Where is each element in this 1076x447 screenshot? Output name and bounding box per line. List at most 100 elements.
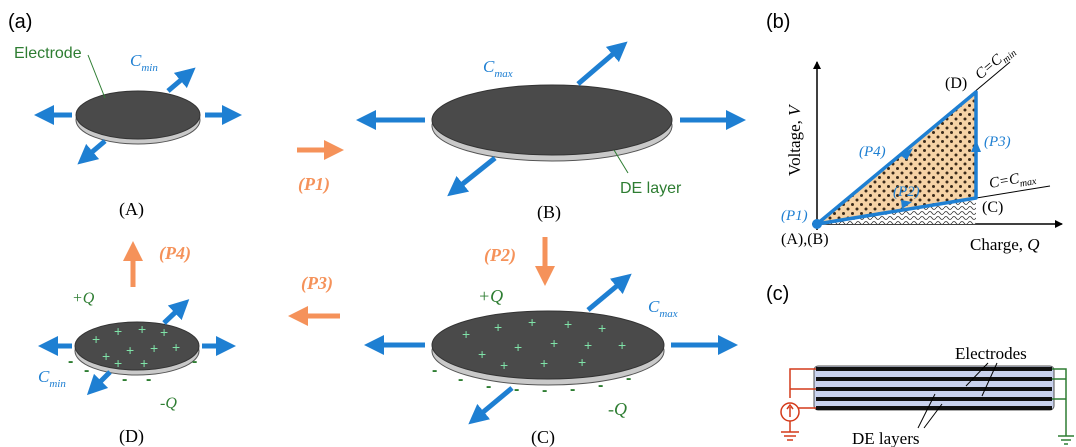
line-cmax-label: C=Cmax bbox=[988, 168, 1038, 195]
panel-a-label: (a) bbox=[8, 11, 32, 33]
p4-direction-marker bbox=[900, 148, 913, 160]
plot-p4-label: (P4) bbox=[859, 144, 886, 160]
svg-text:+: + bbox=[540, 355, 548, 371]
de-layer-leader-line bbox=[613, 149, 629, 174]
ground-right-icon bbox=[1058, 435, 1074, 445]
minus-q-label-c: -Q bbox=[608, 399, 627, 419]
expand-arrow-b-ne bbox=[576, 41, 628, 86]
plus-q-label-d: +Q bbox=[72, 290, 95, 307]
plot-p3-label: (P3) bbox=[984, 134, 1011, 150]
svg-text:+: + bbox=[462, 326, 470, 342]
state-b-disk bbox=[431, 84, 673, 162]
expand-arrow-c-ne bbox=[586, 273, 632, 312]
panel-c-label: (c) bbox=[766, 283, 789, 305]
expand-arrow-a-sw bbox=[77, 139, 107, 165]
plot-p2-label: (P2) bbox=[893, 184, 920, 200]
state-d-disk bbox=[74, 321, 200, 376]
state-c-disk bbox=[431, 310, 665, 386]
cmax-label-b: Cmax bbox=[483, 57, 513, 80]
svg-text:+: + bbox=[114, 323, 122, 339]
p3-direction-marker bbox=[971, 140, 981, 152]
svg-text:+: + bbox=[550, 335, 558, 351]
svg-text:+: + bbox=[138, 321, 146, 337]
svg-text:+: + bbox=[500, 357, 508, 373]
point-d-label: (D) bbox=[945, 75, 967, 92]
de-stack bbox=[813, 365, 1055, 411]
cmin-label-a: Cmin bbox=[130, 51, 158, 74]
x-axis-label: Charge, Q bbox=[970, 235, 1040, 254]
svg-text:+: + bbox=[160, 324, 168, 340]
svg-text:-: - bbox=[542, 382, 547, 399]
plus-charges-c: +++++ +++++ +++ bbox=[462, 314, 626, 373]
cmax-label-c: Cmax bbox=[648, 297, 678, 320]
origin-point bbox=[812, 219, 822, 229]
svg-text:-: - bbox=[598, 377, 603, 394]
svg-text:+: + bbox=[126, 342, 134, 358]
svg-text:+: + bbox=[564, 316, 572, 332]
svg-text:+: + bbox=[114, 355, 122, 371]
origin-label: (A),(B) bbox=[781, 231, 829, 248]
y-axis-label: Voltage, V bbox=[785, 103, 804, 176]
de-layers-label: DE layers bbox=[852, 429, 920, 447]
electrode-label: Electrode bbox=[14, 45, 82, 62]
svg-text:+: + bbox=[102, 348, 110, 364]
svg-text:-: - bbox=[146, 371, 151, 388]
plus-q-label-c: +Q bbox=[478, 286, 503, 306]
state-a-label: (A) bbox=[119, 199, 144, 220]
p3-label: (P3) bbox=[301, 273, 333, 294]
svg-text:-: - bbox=[458, 371, 463, 388]
panel-b-label: (b) bbox=[766, 11, 790, 33]
expand-arrow-d-ne bbox=[162, 299, 190, 325]
svg-text:+: + bbox=[494, 319, 502, 335]
line-cmin-label: C=Cmin bbox=[972, 42, 1019, 86]
minus-q-label-d: -Q bbox=[160, 395, 177, 412]
state-a-disk bbox=[75, 90, 201, 145]
svg-text:-: - bbox=[626, 370, 631, 387]
electrode-leader-line bbox=[87, 54, 106, 99]
state-c-label: (C) bbox=[531, 427, 555, 447]
plus-charges-d: ++++ ++++ ++ bbox=[92, 321, 180, 371]
svg-text:-: - bbox=[570, 381, 575, 398]
svg-text:+: + bbox=[578, 354, 586, 370]
minus-charges-c: - - - - - - - - bbox=[432, 362, 631, 399]
ground-left-icon bbox=[781, 431, 799, 441]
svg-text:+: + bbox=[478, 346, 486, 362]
state-b-label: (B) bbox=[537, 202, 561, 223]
minus-charges-d: ----- bbox=[68, 353, 197, 388]
electrodes-leaders bbox=[965, 362, 998, 397]
svg-text:-: - bbox=[84, 362, 89, 379]
expand-arrow-b-sw bbox=[447, 156, 497, 197]
p4-label: (P4) bbox=[159, 243, 191, 264]
p2-direction-marker bbox=[901, 200, 912, 209]
de-layers-leaders bbox=[917, 393, 943, 429]
point-c-label: (C) bbox=[982, 199, 1003, 216]
left-wiring bbox=[789, 368, 816, 409]
de-layer-label: DE layer bbox=[620, 180, 682, 197]
svg-text:+: + bbox=[618, 337, 626, 353]
svg-text:+: + bbox=[172, 339, 180, 355]
svg-text:+: + bbox=[92, 331, 100, 347]
svg-text:+: + bbox=[140, 355, 148, 371]
state-d-label: (D) bbox=[119, 426, 144, 447]
svg-text:-: - bbox=[68, 353, 73, 370]
expand-arrow-a-ne bbox=[166, 67, 196, 93]
svg-text:-: - bbox=[514, 381, 519, 398]
p1-label: (P1) bbox=[298, 174, 330, 195]
svg-text:-: - bbox=[122, 371, 127, 388]
cmin-label-d: Cmin bbox=[38, 367, 66, 390]
svg-text:+: + bbox=[598, 320, 606, 336]
svg-text:+: + bbox=[528, 314, 536, 330]
svg-text:+: + bbox=[584, 337, 592, 353]
right-wiring bbox=[1052, 368, 1067, 436]
electrodes-label: Electrodes bbox=[955, 344, 1027, 363]
svg-text:+: + bbox=[514, 339, 522, 355]
p2-label: (P2) bbox=[484, 245, 516, 266]
plot-p1-label: (P1) bbox=[781, 208, 808, 224]
current-source-icon bbox=[780, 402, 800, 422]
expand-arrow-d-sw bbox=[86, 370, 112, 396]
svg-text:+: + bbox=[150, 340, 158, 356]
svg-text:-: - bbox=[486, 378, 491, 395]
svg-text:-: - bbox=[432, 362, 437, 379]
